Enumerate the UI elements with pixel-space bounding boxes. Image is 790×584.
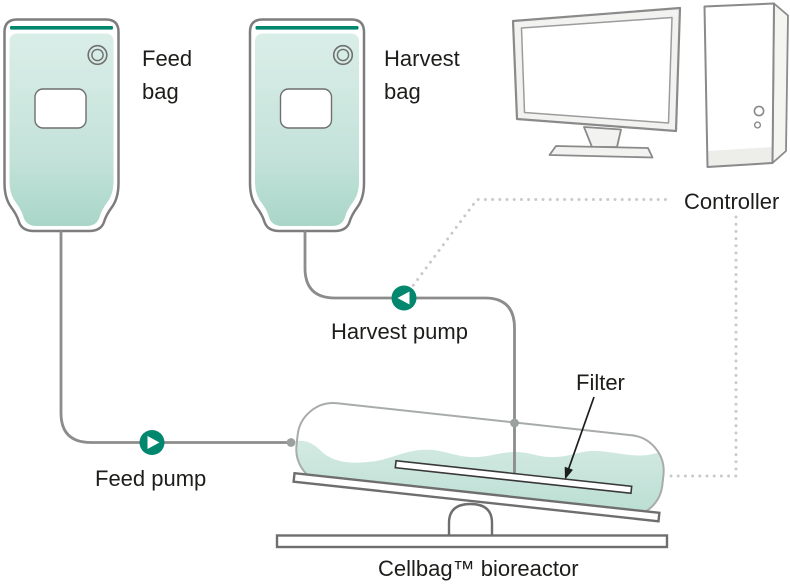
harvest-bag-port-icon xyxy=(332,44,354,66)
tower-reset-button xyxy=(753,121,762,129)
rocker-pivot xyxy=(447,502,494,536)
bioreactor-label: Cellbag™ bioreactor xyxy=(378,556,579,581)
feed-pump-label: Feed pump xyxy=(95,466,207,491)
filter-arrow-line xyxy=(566,396,595,473)
feed-line xyxy=(59,231,296,455)
rocker-unit xyxy=(275,471,669,549)
feed-bag-window xyxy=(34,88,87,129)
signal-line-harvest-pump xyxy=(407,198,670,293)
filter-arrowhead xyxy=(564,466,573,480)
feed-pump-play-icon xyxy=(147,436,160,449)
harvest-bag-port-inner xyxy=(336,48,350,62)
feed-bag-label: Feed bag xyxy=(142,46,193,104)
filter-arrow xyxy=(564,396,595,480)
harvest-bag-fill xyxy=(255,33,359,226)
harvest-tube-connector-dot xyxy=(510,418,519,428)
signal-line-bioreactor xyxy=(663,215,738,478)
feed-tube xyxy=(59,231,289,444)
tower-bottom-band xyxy=(707,147,773,167)
filter-label: Filter xyxy=(576,370,625,395)
tower-front-fill xyxy=(704,3,774,167)
harvest-pump-label: Harvest pump xyxy=(331,319,468,344)
rocker-base xyxy=(275,534,669,549)
feed-bag-seal-bar xyxy=(10,26,113,30)
feed-bag-fill xyxy=(9,33,114,226)
tower-icon xyxy=(703,2,789,168)
harvest-bag-seal-bar xyxy=(255,26,359,30)
feed-bag-port-inner xyxy=(91,48,104,62)
tower-side xyxy=(771,2,789,164)
feed-bag-port-icon xyxy=(87,44,108,66)
monitor-screen xyxy=(520,16,673,124)
harvest-bag-window xyxy=(279,88,333,129)
monitor-icon xyxy=(511,6,682,159)
monitor-stand-neck xyxy=(583,126,622,148)
feed-pump-icon xyxy=(139,430,165,455)
filter-bar xyxy=(394,459,633,495)
feed-bag-icon xyxy=(3,18,120,233)
harvest-line xyxy=(303,231,519,475)
harvest-pump-icon xyxy=(391,285,417,311)
tower-power-button xyxy=(753,105,765,117)
controller-computer-icon xyxy=(511,2,789,168)
tower-front-outline xyxy=(703,2,775,168)
control-signal-lines xyxy=(407,198,738,478)
monitor-stand-base xyxy=(548,145,654,159)
rocker-platform xyxy=(292,471,661,523)
controller-label: Controller xyxy=(684,189,780,214)
harvest-bag-icon xyxy=(248,18,366,233)
feed-tube-connector-dot xyxy=(286,438,296,447)
harvest-bag-label: Harvest bag xyxy=(384,46,460,104)
harvest-pump-play-icon xyxy=(397,291,410,305)
